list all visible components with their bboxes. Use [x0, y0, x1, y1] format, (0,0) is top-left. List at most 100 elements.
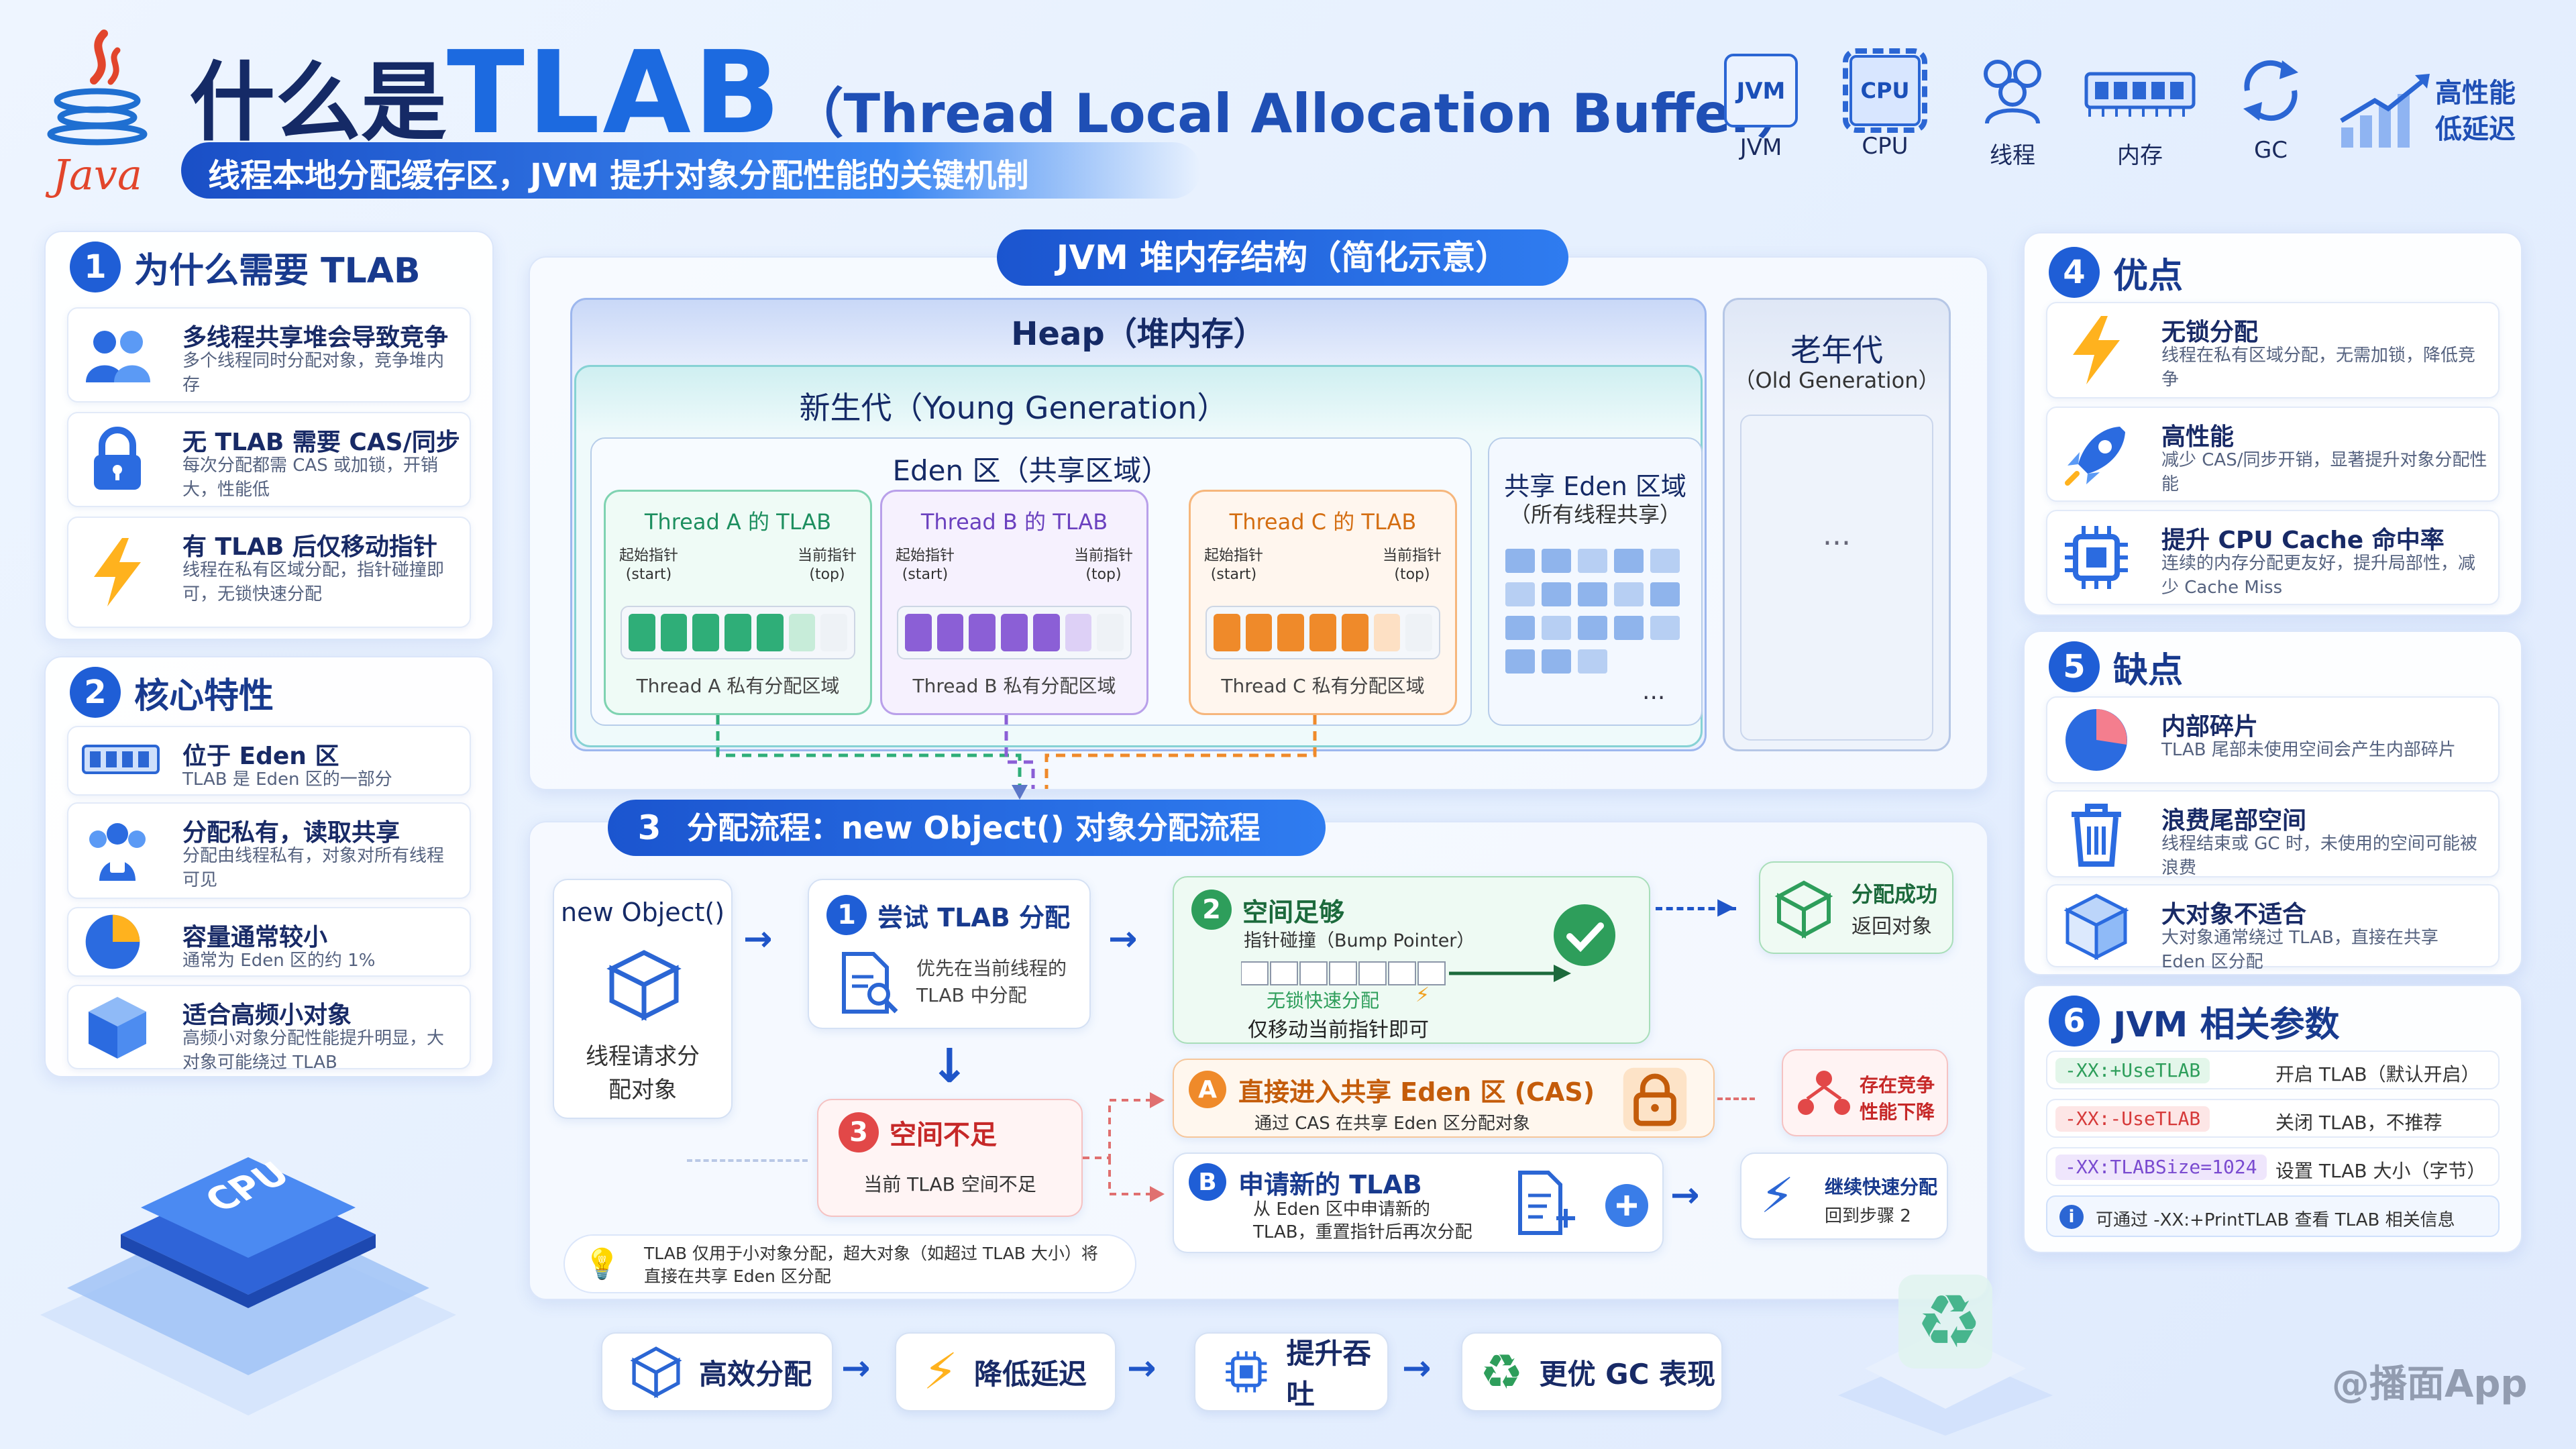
step-title: 空间不足	[890, 1120, 997, 1150]
section-title: JVM 相关参数	[2113, 1004, 2340, 1045]
cube-icon	[2063, 894, 2129, 961]
info-text: 可通过 -XX:+PrintTLAB 查看 TLAB 相关信息	[2096, 1210, 2455, 1230]
item-desc: 线程在私有区域分配，指针碰撞即可，无锁快速分配	[182, 560, 445, 604]
recycle-icon: ♻	[1916, 1279, 1982, 1364]
contention-icon	[1798, 1071, 1850, 1115]
flow-start-desc: 线程请求分配对象	[586, 1043, 700, 1104]
flow-step2-heading: 2 空间足够	[1191, 890, 1344, 930]
param-desc: 开启 TLAB（默认开启）	[2275, 1063, 2480, 1085]
item-desc: 通常为 Eden 区的约 1%	[182, 951, 376, 971]
jvm-icon-group: JVM JVM	[1717, 54, 1805, 161]
flow-arrow-down: ↓	[930, 1038, 969, 1093]
item-title: 内部碎片	[2161, 713, 2259, 741]
flow-success-box: 分配成功 返回对象	[1759, 861, 1953, 954]
old-gen-title: 老年代	[1790, 332, 1883, 368]
item-title: 无 TLAB 需要 CAS/同步	[182, 429, 460, 456]
lightning-icon	[94, 538, 141, 606]
section-number: 2	[70, 667, 121, 718]
flow-step-b-box: B 申请新的 TLAB 从 Eden 区中申请新的 TLAB，重置指针后再次分配	[1173, 1152, 1664, 1253]
step-title: 直接进入共享 Eden 区 (CAS)	[1238, 1077, 1595, 1107]
tlab-bar	[1205, 606, 1440, 659]
flow-step-a-heading: A 直接进入共享 Eden 区 (CAS)	[1189, 1071, 1595, 1108]
recycle-decoration: ♻	[1825, 1261, 2066, 1436]
lightbulb-icon: 💡	[584, 1247, 621, 1281]
young-gen-title: 新生代（Young Generation）	[799, 390, 1228, 426]
threads-icon-group: 线程	[1969, 54, 2056, 170]
plus-circle-icon	[1605, 1184, 1648, 1227]
step-number: 2	[1191, 890, 1232, 930]
section-title: 缺点	[2113, 650, 2184, 691]
shared-eden-box	[1488, 437, 1703, 726]
list-item: 无锁分配 线程在私有区域分配，无需加锁，降低竞争	[2046, 302, 2500, 398]
cpu-label: CPU	[1862, 133, 1909, 160]
item-desc: TLAB 尾部未使用空间会产生内部碎片	[2161, 740, 2456, 760]
start-pointer-label: 起始指针(start)	[896, 547, 955, 583]
flow-arrow: →	[1127, 1348, 1157, 1389]
step-desc: 仅移动当前指针即可	[1248, 1018, 1429, 1042]
old-gen-sub: （Old Generation）	[1733, 368, 1940, 393]
gc-label: GC	[2253, 137, 2288, 164]
recycle-icon: ♻	[1480, 1344, 1523, 1400]
pros-card: 4 优点 无锁分配 线程在私有区域分配，无需加锁，降低竞争 高性能 减少 CAS…	[2023, 232, 2522, 616]
list-item: 浪费尾部空间 线程结束或 GC 时，未使用的空间可能被浪费	[2046, 790, 2500, 878]
item-desc: 分配由线程私有，对象对所有线程可见	[182, 846, 445, 890]
shared-eden-ellipsis: ...	[1642, 678, 1666, 705]
list-item: 多线程共享堆会导致竞争 多个线程同时分配对象，竞争堆内存	[67, 307, 471, 402]
memory-label: 内存	[2117, 142, 2163, 169]
step-fast-label: 无锁快速分配	[1267, 989, 1380, 1012]
tlab-bar	[897, 606, 1132, 659]
info-icon: i	[2059, 1205, 2084, 1229]
old-gen-inner	[1740, 415, 1933, 741]
top-pointer-label: 当前指针(top)	[1073, 547, 1133, 583]
item-title: 分配私有，读取共享	[182, 819, 400, 847]
list-item: 大对象不适合 大对象通常绕过 TLAB，直接在共享 Eden 区分配	[2046, 884, 2500, 972]
item-desc: TLAB 是 Eden 区的一部分	[182, 769, 392, 790]
param-key: -XX:TLABSize=1024	[2055, 1155, 2267, 1180]
list-item: 无 TLAB 需要 CAS/同步 每次分配都需 CAS 或加锁，开销大，性能低	[67, 412, 471, 507]
step-title: 尝试 TLAB 分配	[877, 902, 1070, 932]
item-title: 提升 CPU Cache 命中率	[2161, 527, 2445, 554]
memory-stick-icon	[82, 745, 160, 774]
item-desc: 连续的内存分配更友好，提升局部性，减少 Cache Miss	[2161, 553, 2476, 598]
note-text: TLAB 仅用于小对象分配，超大对象（如超过 TLAB 大小）将直接在共享 Ed…	[644, 1244, 1098, 1286]
flow-step1-box: 1 尝试 TLAB 分配 优先在当前线程的 TLAB 中分配	[808, 879, 1091, 1029]
java-logo-text: Java	[52, 150, 142, 199]
list-item: 容量通常较小 通常为 Eden 区的约 1%	[67, 907, 471, 977]
step-number: 1	[826, 895, 867, 935]
item-desc: 线程结束或 GC 时，未使用的空间可能被浪费	[2161, 834, 2477, 878]
flow-step-b-result: ⚡ 继续快速分配 回到步骤 2	[1740, 1152, 1948, 1240]
gc-icon-group: GC	[2227, 54, 2314, 164]
item-title: 浪费尾部空间	[2161, 807, 2307, 835]
title-prefix: 什么是	[189, 53, 447, 153]
section-number: 6	[2049, 996, 2100, 1046]
tlab-title: Thread C 的 TLAB	[1229, 509, 1417, 535]
perf-label-2: 低延迟	[2435, 114, 2516, 145]
step-desc: 当前 TLAB 空间不足	[863, 1173, 1036, 1195]
perf-label-1: 高性能	[2435, 78, 2516, 109]
flow-back-arrow	[687, 1159, 808, 1162]
param-key: -XX:+UseTLAB	[2055, 1058, 2210, 1083]
lock-icon	[94, 427, 141, 490]
flow-banner-text: 分配流程：new Object() 对象分配流程	[687, 810, 1260, 846]
item-desc: 每次分配都需 CAS 或加锁，开销大，性能低	[182, 455, 438, 500]
cpu-icon: CPU	[1843, 48, 1927, 133]
flow-start-box: new Object() 线程请求分配对象	[553, 879, 733, 1119]
flow-step-a-box: A 直接进入共享 Eden 区 (CAS) 通过 CAS 在共享 Eden 区分…	[1173, 1059, 1715, 1138]
list-item: 位于 Eden 区 TLAB 是 Eden 区的一部分	[67, 726, 471, 796]
list-item: 有 TLAB 后仅移动指针 线程在私有区域分配，指针碰撞即可，无锁快速分配	[67, 517, 471, 628]
document-search-icon	[842, 952, 898, 1014]
cons-card: 5 缺点 内部碎片 TLAB 尾部未使用空间会产生内部碎片 浪费尾部空间 线程结…	[2023, 631, 2522, 975]
tlab-thread-a: Thread A 的 TLAB 起始指针(start) 当前指针(top) Th…	[604, 490, 872, 715]
param-row: -XX:-UseTLAB 关闭 TLAB，不推荐	[2046, 1099, 2500, 1138]
cube-icon	[606, 950, 682, 1021]
flow-dashed-arrow	[1656, 907, 1736, 910]
flow-arrow: →	[1670, 1175, 1700, 1216]
flow-note: 💡 TLAB 仅用于小对象分配，超大对象（如超过 TLAB 大小）将直接在共享 …	[564, 1234, 1136, 1293]
flow-dashed-arrow	[1717, 1097, 1755, 1100]
flow-arrow: →	[743, 919, 773, 959]
flow-arrow: →	[1108, 919, 1138, 959]
lightning-icon: ⚡	[1415, 983, 1430, 1007]
tlab-thread-c: Thread C 的 TLAB 起始指针(start) 当前指针(top) Th…	[1189, 490, 1457, 715]
lightning-icon	[2073, 316, 2120, 384]
shared-eden-sub: （所有线程共享）	[1509, 502, 1681, 527]
